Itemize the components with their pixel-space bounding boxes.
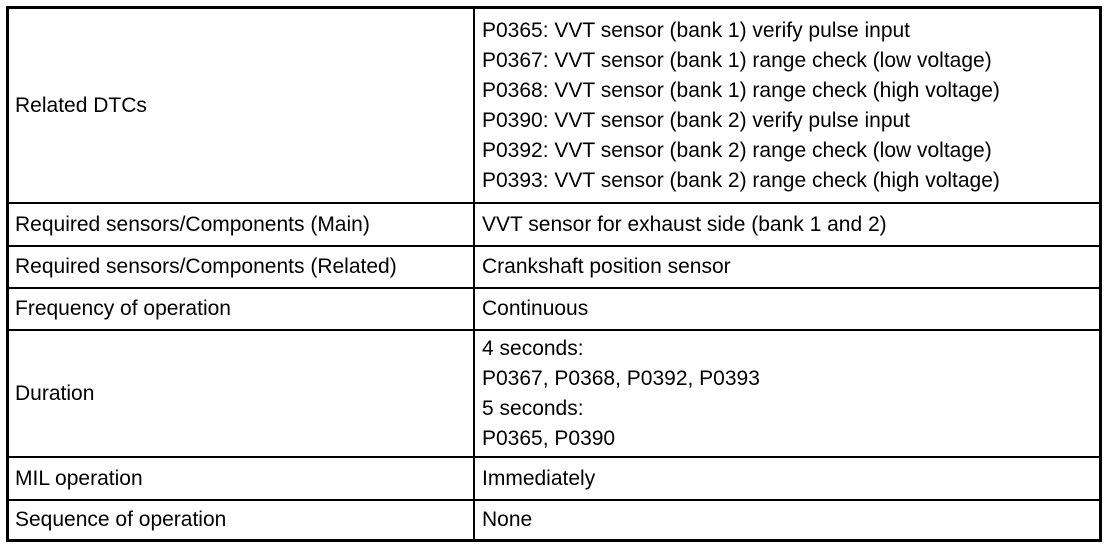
row-label: Related DTCs bbox=[9, 9, 475, 205]
monitor-spec-table: Related DTCs P0365: VVT sensor (bank 1) … bbox=[6, 6, 1102, 542]
value-line: Crankshaft position sensor bbox=[482, 254, 731, 278]
row-frequency-of-operation: Frequency of operation Continuous bbox=[9, 287, 1099, 332]
row-value: Continuous bbox=[473, 287, 1099, 332]
row-label: Required sensors/Components (Main) bbox=[9, 202, 475, 247]
dtc-line: P0392: VVT sensor (bank 2) range check (… bbox=[482, 138, 992, 162]
duration-line: P0367, P0368, P0392, P0393 bbox=[482, 366, 760, 390]
row-label: MIL operation bbox=[9, 456, 475, 501]
duration-line: 4 seconds: bbox=[482, 336, 584, 360]
row-sequence-of-operation: Sequence of operation None bbox=[9, 498, 1099, 539]
row-duration: Duration 4 seconds: P0367, P0368, P0392,… bbox=[9, 329, 1099, 459]
dtc-line: P0368: VVT sensor (bank 1) range check (… bbox=[482, 78, 1000, 102]
spec-table: Related DTCs P0365: VVT sensor (bank 1) … bbox=[9, 9, 1099, 539]
dtc-line: P0393: VVT sensor (bank 2) range check (… bbox=[482, 168, 1000, 192]
value-line: None bbox=[482, 507, 533, 531]
duration-line: 5 seconds: bbox=[482, 396, 584, 420]
dtc-line: P0365: VVT sensor (bank 1) verify pulse … bbox=[482, 18, 911, 42]
row-label: Sequence of operation bbox=[9, 498, 475, 539]
row-value: P0365: VVT sensor (bank 1) verify pulse … bbox=[473, 9, 1099, 205]
dtc-line: P0390: VVT sensor (bank 2) verify pulse … bbox=[482, 108, 911, 132]
row-value: Immediately bbox=[473, 456, 1099, 501]
row-required-sensors-related: Required sensors/Components (Related) Cr… bbox=[9, 244, 1099, 290]
row-value: 4 seconds: P0367, P0368, P0392, P0393 5 … bbox=[473, 329, 1099, 459]
row-related-dtcs: Related DTCs P0365: VVT sensor (bank 1) … bbox=[9, 9, 1099, 205]
row-value: VVT sensor for exhaust side (bank 1 and … bbox=[473, 202, 1099, 247]
value-line: VVT sensor for exhaust side (bank 1 and … bbox=[482, 212, 887, 236]
value-line: Continuous bbox=[482, 297, 589, 321]
dtc-line: P0367: VVT sensor (bank 1) range check (… bbox=[482, 48, 992, 72]
row-value: None bbox=[473, 498, 1099, 539]
row-label: Duration bbox=[9, 329, 475, 459]
value-line: Immediately bbox=[482, 466, 596, 490]
row-mil-operation: MIL operation Immediately bbox=[9, 456, 1099, 501]
row-required-sensors-main: Required sensors/Components (Main) VVT s… bbox=[9, 202, 1099, 247]
row-label: Frequency of operation bbox=[9, 287, 475, 332]
row-label: Required sensors/Components (Related) bbox=[9, 244, 475, 290]
duration-line: P0365, P0390 bbox=[482, 426, 616, 450]
row-value: Crankshaft position sensor bbox=[473, 244, 1099, 290]
